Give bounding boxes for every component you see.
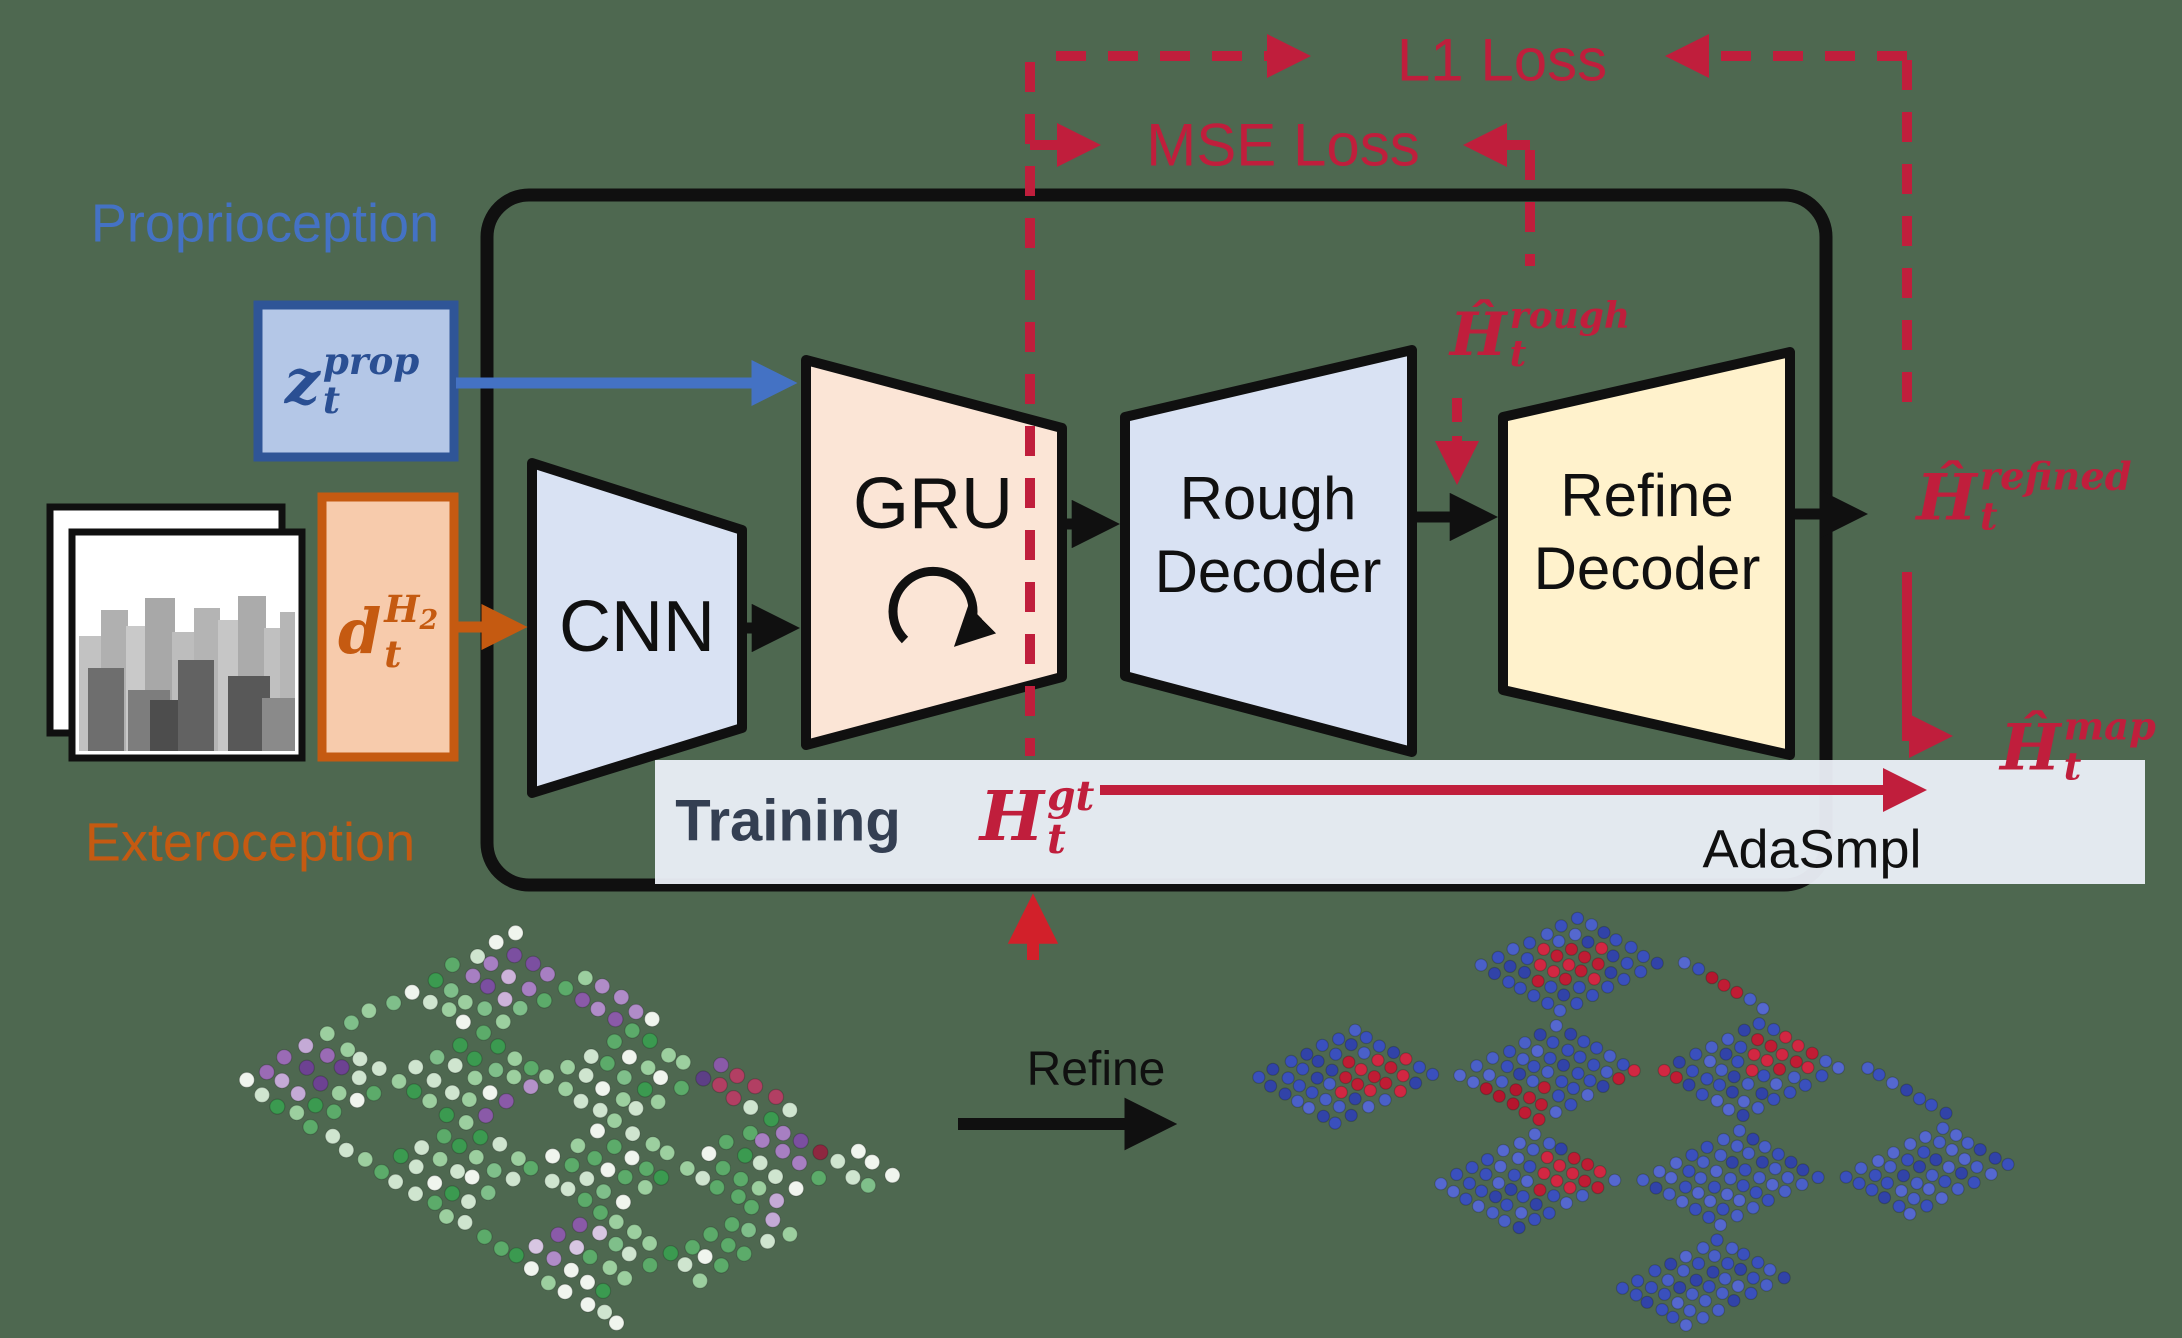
h-gt-sup: gt: [1046, 772, 1095, 821]
h-rough-base: Ĥ: [1449, 300, 1507, 371]
h-rough-sup: rough: [1509, 295, 1631, 338]
rough-point-cloud: [238, 924, 901, 1332]
h-rough-sub: t: [1509, 333, 1527, 375]
d-h2-sub: t: [384, 631, 402, 676]
mse-loss-label: MSE Loss: [1146, 111, 1420, 179]
refine-decoder-line1: Refine: [1560, 461, 1734, 529]
loss-connections: [1025, 33, 1954, 813]
flow-arrows: [742, 489, 1869, 1151]
proprioception-label: Proprioception: [90, 193, 440, 254]
l1-loss-label: L1 Loss: [1396, 26, 1608, 94]
h-refined-sup: refined: [1979, 454, 2132, 500]
depth-image-stack: [46, 503, 306, 762]
rough-decoder-label: Rough Decoder: [1155, 462, 1382, 608]
depth-image-towers: [79, 596, 295, 751]
recurrent-loop-icon: [888, 566, 997, 647]
d-h2-base: d: [337, 595, 382, 669]
refine-decoder-label: Refine Decoder: [1534, 459, 1761, 605]
rough-decoder-line2: Decoder: [1154, 538, 1382, 605]
exteroception-label: Exteroception: [84, 812, 416, 873]
cnn-label: CNN: [559, 587, 715, 668]
h-map-sub: t: [2063, 745, 2082, 790]
training-label: Training: [675, 788, 901, 854]
z-prop-box: [253, 300, 459, 462]
refine-decoder-line2: Decoder: [1533, 535, 1761, 602]
h-map-base: Ĥ: [2000, 710, 2061, 786]
refined-point-cloud: [1252, 911, 2015, 1332]
z-prop-sub: t: [322, 378, 341, 422]
d-h2-sup: H2: [384, 590, 438, 635]
gru-block: [801, 355, 1067, 750]
h-map-sup: map: [2063, 704, 2156, 750]
module-box: [480, 188, 1833, 892]
refine-decoder-block: [1498, 347, 1795, 760]
gru-label: GRU: [853, 464, 1013, 545]
h-gt-base: H: [979, 777, 1044, 858]
rough-decoder-line1: Rough: [1179, 464, 1357, 532]
h-refined-base: Ĥ: [1916, 460, 1977, 536]
d-h2-sup-2: 2: [419, 604, 439, 636]
refine-step-label: Refine: [1026, 1042, 1166, 1096]
d-h2-box: [317, 492, 459, 762]
z-prop-base: z: [284, 344, 320, 418]
elbow-arrow-refined-to-map: [1902, 572, 1954, 759]
adasmpl-label: AdaSmpl: [1702, 819, 1922, 880]
d-h2-sup-h: H: [384, 587, 420, 632]
h-gt-sub: t: [1046, 815, 1066, 863]
cnn-encoder: [527, 458, 747, 798]
d-h2-label: d H2 t: [338, 590, 438, 674]
h-refined-sub: t: [1979, 495, 1998, 540]
rough-decoder-block: [1120, 345, 1417, 757]
z-prop-sup: prop: [322, 338, 420, 383]
